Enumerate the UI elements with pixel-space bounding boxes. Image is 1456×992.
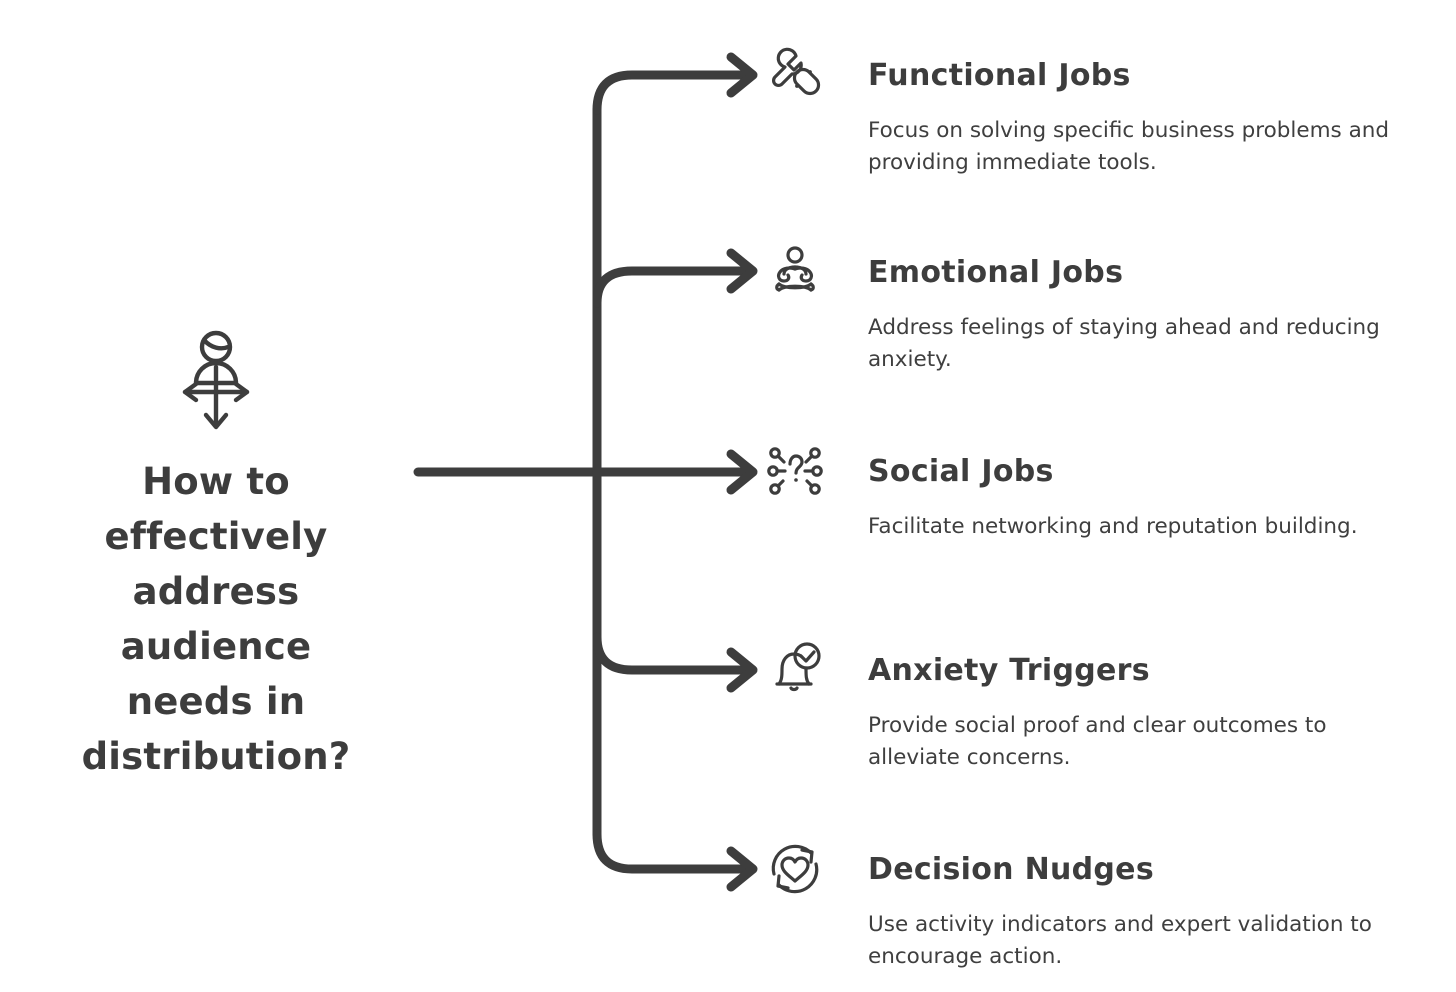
branch-title: Emotional Jobs <box>868 254 1124 290</box>
meditation-lotus-icon <box>775 246 815 292</box>
branch-item-emotional-jobs[interactable]: Emotional Jobs Address feelings of stayi… <box>766 243 1456 376</box>
branch-item-functional-jobs[interactable]: Functional Jobs Focus on solving specifi… <box>766 46 1456 179</box>
arrowhead-0 <box>726 52 758 98</box>
wrench-multitool-icon <box>772 47 821 96</box>
branch-title: Functional Jobs <box>868 57 1131 93</box>
branch-header: Anxiety Triggers <box>766 641 1456 699</box>
arrowhead-1 <box>726 248 758 294</box>
network-question-icon <box>767 447 823 495</box>
bell-check-icon <box>775 642 821 692</box>
branch-title: Decision Nudges <box>868 851 1154 887</box>
branch-arm-0 <box>592 70 755 115</box>
branch-header: Decision Nudges <box>766 840 1456 898</box>
heart-refresh-icon <box>771 844 819 894</box>
root-title: How to effectively address audience need… <box>81 460 351 778</box>
branch-header: Emotional Jobs <box>766 243 1456 301</box>
root-node: How to effectively address audience need… <box>36 330 396 784</box>
branch-item-anxiety-triggers[interactable]: Anxiety Triggers Provide social proof an… <box>766 641 1456 774</box>
arrowhead-4 <box>726 846 758 892</box>
branch-description: Provide social proof and clear outcomes … <box>868 713 1327 770</box>
branch-title: Anxiety Triggers <box>868 652 1150 688</box>
branch-arm-3 <box>592 632 755 675</box>
branch-item-decision-nudges[interactable]: Decision Nudges Use activity indicators … <box>766 840 1456 973</box>
branch-arm-4 <box>592 829 755 874</box>
branch-description: Address feelings of staying ahead and re… <box>868 315 1380 372</box>
branch-description: Focus on solving specific business probl… <box>868 118 1390 175</box>
branch-description: Facilitate networking and reputation bui… <box>868 514 1358 539</box>
branch-item-social-jobs[interactable]: Social Jobs Facilitate networking and re… <box>766 442 1456 543</box>
branch-title: Social Jobs <box>868 453 1054 489</box>
branch-header: Social Jobs <box>766 442 1456 500</box>
arrowhead-2 <box>726 449 758 495</box>
branch-header: Functional Jobs <box>766 46 1456 104</box>
branch-arm-1 <box>592 266 755 308</box>
audience-distribution-icon <box>182 330 250 430</box>
branch-description: Use activity indicators and expert valid… <box>868 912 1372 969</box>
arrowhead-3 <box>726 647 758 693</box>
